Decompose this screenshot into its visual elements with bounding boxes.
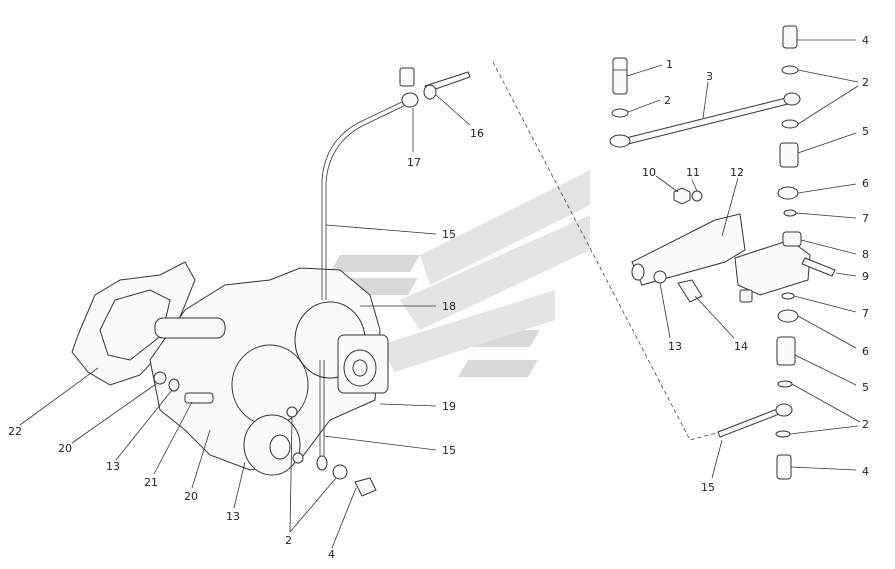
callout-7-a: 7 <box>862 212 869 225</box>
fitting-16 <box>423 71 471 100</box>
washer-2-cover-bottom <box>292 452 304 464</box>
stud-14 <box>677 279 703 303</box>
callout-11: 11 <box>686 166 700 179</box>
callout-13-a: 13 <box>106 460 120 473</box>
callout-2-c: 2 <box>862 418 869 431</box>
callout-15-b: 15 <box>442 444 456 457</box>
bracket-12 <box>631 213 746 286</box>
leader-lines <box>19 39 861 549</box>
bolt-4-top <box>782 25 798 49</box>
callout-15-a: 15 <box>442 228 456 241</box>
callout-18: 18 <box>442 300 456 313</box>
clamp-17 <box>399 67 419 108</box>
callout-1: 1 <box>666 58 673 71</box>
callout-21: 21 <box>144 476 158 489</box>
washer-2-cover-top <box>286 406 298 418</box>
washer-2-top <box>781 65 799 75</box>
callout-9: 9 <box>862 270 869 283</box>
pump-cover-19 <box>337 334 389 394</box>
callout-3: 3 <box>706 70 713 83</box>
callout-17: 17 <box>407 156 421 169</box>
callout-4-b: 4 <box>862 465 869 478</box>
pipe-15-right <box>717 403 793 438</box>
callout-2-b: 2 <box>862 76 869 89</box>
callout-5-b: 5 <box>862 381 869 394</box>
callout-20-b: 20 <box>184 490 198 503</box>
washer-2-lower <box>777 380 793 388</box>
bolt-1 <box>612 57 628 95</box>
washer-20-top <box>153 371 167 385</box>
callout-22: 22 <box>8 425 22 438</box>
washer-2-upper <box>611 108 629 118</box>
callout-19: 19 <box>442 400 456 413</box>
callout-10: 10 <box>642 166 656 179</box>
bolt-4-left <box>354 477 377 497</box>
callout-2-a: 2 <box>664 94 671 107</box>
bolt-4-bottom <box>776 454 792 480</box>
callout-6-b: 6 <box>862 345 869 358</box>
seal-6-bottom <box>777 309 799 323</box>
callout-4-c: 4 <box>328 548 335 561</box>
pipe-3 <box>609 92 801 148</box>
callout-14: 14 <box>734 340 748 353</box>
nut-13-top <box>168 378 180 392</box>
union-5-bottom <box>776 336 796 366</box>
washer-13-right <box>653 270 667 284</box>
washer-11 <box>691 190 703 202</box>
callout-8: 8 <box>862 248 869 261</box>
valve-body-8 <box>734 231 836 303</box>
callout-20-a: 20 <box>58 442 72 455</box>
washer-2-mid <box>781 119 799 129</box>
ring-7-bottom <box>781 292 795 300</box>
assembly-dashed-line <box>492 61 721 441</box>
pipe-15-left <box>316 97 413 471</box>
callout-13-b: 13 <box>226 510 240 523</box>
housing-body <box>149 267 381 471</box>
callout-2-d: 2 <box>285 534 292 547</box>
seal-6-top <box>777 186 799 200</box>
ring-7-top <box>783 209 797 217</box>
callout-4-a: 4 <box>862 34 869 47</box>
gasket-22 <box>71 261 196 386</box>
stud-21 <box>184 392 214 404</box>
callout-6-a: 6 <box>862 177 869 190</box>
callout-15-right: 15 <box>701 481 715 494</box>
washer-2-bottom <box>775 430 791 438</box>
gear-cover-13 <box>243 414 301 476</box>
callout-labels: 1 2 3 4 2 5 6 7 8 9 10 11 12 7 6 13 14 5… <box>8 34 869 561</box>
watermark-logo <box>328 170 590 377</box>
callout-7-b: 7 <box>862 307 869 320</box>
callout-16: 16 <box>470 127 484 140</box>
union-5-top <box>779 142 799 168</box>
callout-12: 12 <box>730 166 744 179</box>
callout-5-a: 5 <box>862 125 869 138</box>
washer-2-left <box>332 464 348 480</box>
callout-13-right: 13 <box>668 340 682 353</box>
